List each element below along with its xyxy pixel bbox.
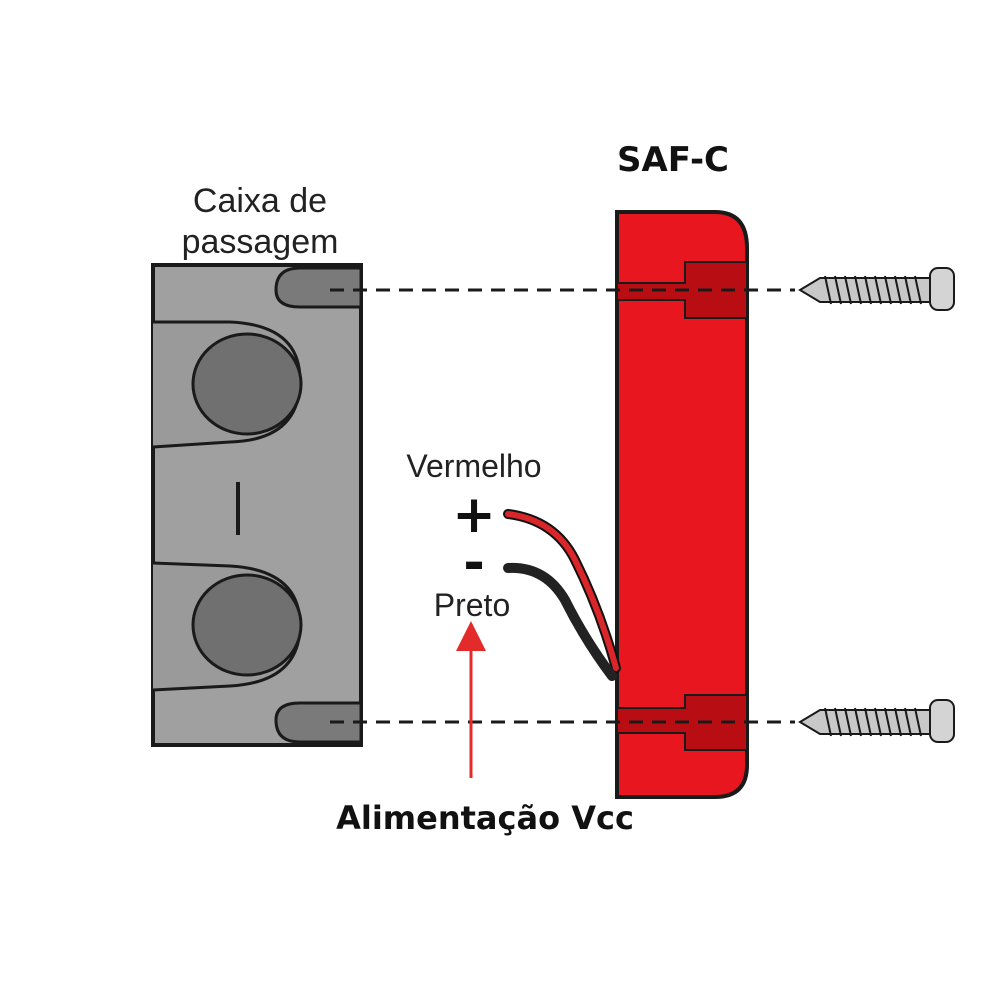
screw-icon bbox=[798, 267, 955, 311]
box-label-line1: Caixa de bbox=[193, 182, 327, 220]
upper-mount-tab bbox=[274, 266, 363, 309]
red-wire bbox=[505, 511, 619, 671]
upper-knockout bbox=[191, 332, 303, 436]
box-label-line2: passagem bbox=[182, 223, 339, 261]
junction-box bbox=[151, 263, 363, 747]
screw-icon bbox=[798, 699, 955, 743]
saf-c-device bbox=[615, 210, 749, 799]
power-label: Alimentação Vcc bbox=[336, 799, 634, 837]
positive-sign: + bbox=[452, 485, 496, 545]
negative-wire-label: Preto bbox=[434, 587, 510, 623]
lower-mount-tab bbox=[274, 701, 363, 744]
negative-sign: - bbox=[463, 533, 485, 593]
wires bbox=[503, 509, 621, 681]
device-title: SAF-C bbox=[617, 140, 729, 180]
lower-knockout bbox=[191, 573, 303, 677]
black-wire bbox=[503, 562, 617, 681]
positive-wire-label: Vermelho bbox=[406, 448, 541, 484]
